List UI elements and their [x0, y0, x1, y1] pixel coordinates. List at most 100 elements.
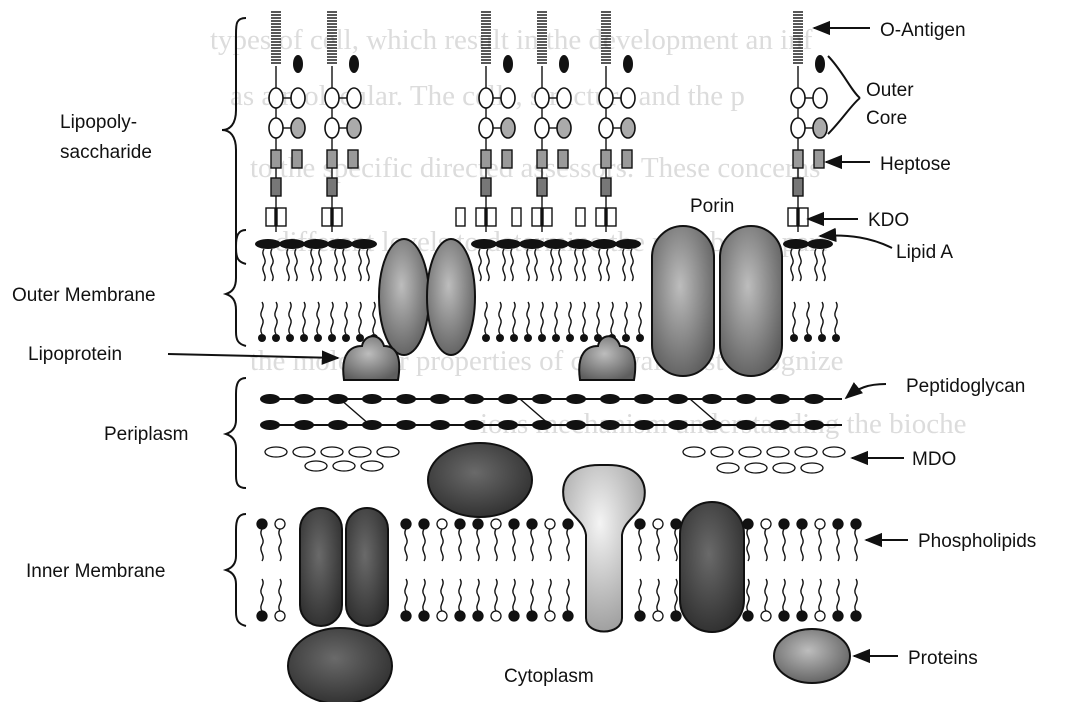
lipid-tail: [459, 579, 461, 611]
phospholipid-head: [437, 611, 447, 621]
heptose-unit: [348, 150, 358, 168]
kdo-unit: [322, 208, 331, 226]
lipid-tail: [583, 302, 585, 334]
diagram-labels: O-Antigen Outer Core Heptose KDO Lipid A…: [12, 20, 1036, 687]
core-sugar: [291, 118, 305, 138]
lipid-tail: [551, 249, 553, 281]
lipid-tail: [279, 579, 281, 611]
kdo-unit: [596, 208, 605, 226]
phospholipid-head: [797, 611, 807, 621]
phospholipid-head: [851, 611, 861, 621]
lipid-tail: [675, 579, 677, 611]
glycan-unit: [430, 420, 450, 430]
cytoplasmic-protein: [288, 628, 392, 702]
lipid-tail: [495, 579, 497, 611]
lps-chain: [788, 12, 827, 232]
phospholipid-head: [401, 611, 411, 621]
glycan-unit: [430, 394, 450, 404]
phospholipid-head: [286, 334, 294, 342]
glycan-unit: [634, 394, 654, 404]
mdo-unit: [767, 447, 789, 457]
kdo-unit: [266, 208, 275, 226]
peptide-crosslink: [340, 399, 370, 425]
lipid-tail: [549, 529, 551, 561]
label-lipoprotein: Lipoprotein: [28, 344, 122, 365]
lipid-a-head: [615, 239, 641, 249]
glycan-unit: [668, 420, 688, 430]
phospholipid-head: [804, 334, 812, 342]
lipid-tail: [639, 302, 641, 334]
core-sugar: [813, 88, 827, 108]
lipid-tail: [275, 302, 277, 334]
lipid-tail: [477, 529, 479, 561]
heptose-unit: [558, 150, 568, 168]
lipid-tail: [535, 249, 537, 281]
phospholipid-head: [635, 611, 645, 621]
phospholipid-head: [671, 519, 681, 529]
core-sugar: [557, 118, 571, 138]
phospholipid-head: [538, 334, 546, 342]
lipid-tail: [801, 529, 803, 561]
phospholipid-head: [419, 611, 429, 621]
heptose-unit: [601, 150, 611, 168]
lipid-tail: [625, 302, 627, 334]
phospholipid-head: [743, 519, 753, 529]
lipid-tail: [549, 579, 551, 611]
core-sugar: [791, 88, 805, 108]
core-sugar: [557, 88, 571, 108]
lipid-tail: [807, 302, 809, 334]
phospholipid-head: [524, 334, 532, 342]
lipid-tail: [559, 249, 561, 281]
lipid-tail: [855, 579, 857, 611]
glycan-unit: [362, 394, 382, 404]
lipid-tail: [583, 249, 585, 281]
mdo-unit: [333, 461, 355, 471]
lipid-tail: [279, 529, 281, 561]
glycan-unit: [804, 420, 824, 430]
periplasm-brace: [226, 378, 246, 488]
lipid-a-head: [351, 239, 377, 249]
label-lps-2: saccharide: [60, 142, 152, 163]
outer-membrane-protein: [427, 239, 475, 355]
phospholipid-head: [473, 519, 483, 529]
phospholipid-head: [815, 519, 825, 529]
lipid-tail: [405, 529, 407, 561]
glycan-unit: [770, 394, 790, 404]
glycan-unit: [396, 394, 416, 404]
kdo-unit: [476, 208, 485, 226]
phospholipid-head: [779, 611, 789, 621]
lipid-tail: [503, 249, 505, 281]
phospholipid-head: [552, 334, 560, 342]
phospholipid-head: [622, 334, 630, 342]
lipid-tail: [373, 302, 375, 334]
phospholipid-head: [545, 611, 555, 621]
porin-protein: [720, 226, 782, 376]
lipid-tail: [821, 302, 823, 334]
lipid-tail: [331, 302, 333, 334]
core-sugar: [501, 118, 515, 138]
glycan-unit: [634, 420, 654, 430]
lipid-a-head: [591, 239, 617, 249]
lipid-tail: [815, 249, 817, 281]
inner-membrane-protein: [346, 508, 388, 626]
mdo-unit: [265, 447, 287, 457]
phospholipid-head: [401, 519, 411, 529]
phospholipid-head: [797, 519, 807, 529]
label-lipid-a: Lipid A: [896, 242, 953, 263]
lipid-tail: [799, 249, 801, 281]
glycan-unit: [498, 394, 518, 404]
core-sugar: [269, 118, 283, 138]
core-sugar: [347, 118, 361, 138]
phospholipid-head: [509, 611, 519, 621]
core-sugar: [479, 118, 493, 138]
lipid-tail: [261, 579, 263, 611]
lps-chain: [456, 12, 515, 232]
lipid-tail: [837, 579, 839, 611]
phospholipid-head: [818, 334, 826, 342]
core-sugar: [813, 118, 827, 138]
lipid-a-head: [567, 239, 593, 249]
phospholipid-head: [482, 334, 490, 342]
heptose-unit: [814, 150, 824, 168]
phospholipid-head: [491, 519, 501, 529]
phospholipid-head: [473, 611, 483, 621]
